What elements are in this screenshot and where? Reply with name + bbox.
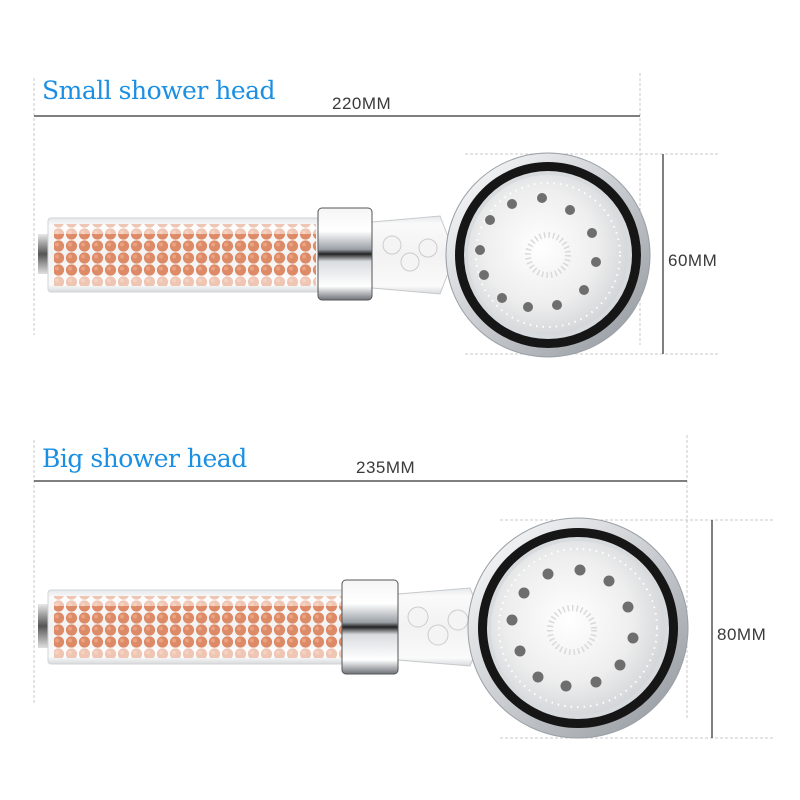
- big-shower-head-title: Big shower head: [42, 444, 247, 473]
- small-diameter-label: 60MM: [668, 251, 718, 270]
- big-length-label: 235MM: [356, 458, 416, 477]
- small-shower-head-image: [38, 152, 651, 358]
- big-dimension-guides: [33, 435, 775, 739]
- big-diameter-label: 80MM: [717, 625, 767, 644]
- small-length-label: 220MM: [332, 94, 392, 113]
- big-shower-head-image: [38, 517, 689, 739]
- small-shower-head-title: Small shower head: [42, 76, 276, 105]
